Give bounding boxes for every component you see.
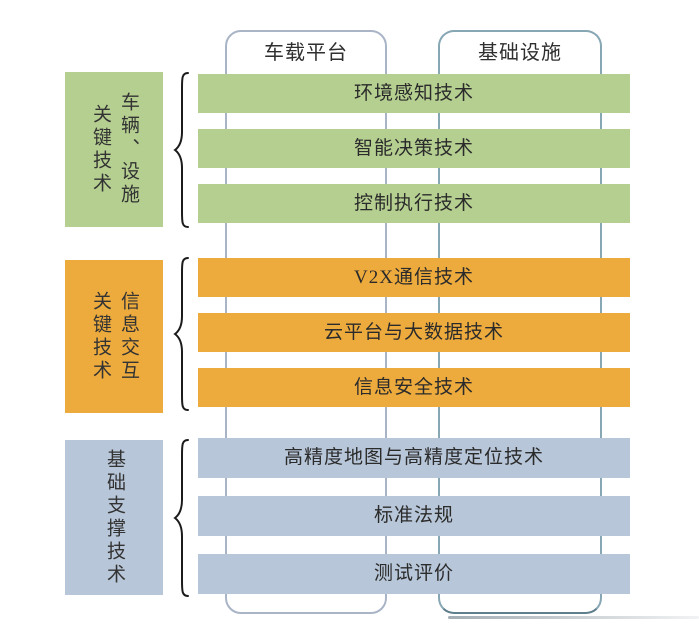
bar-control-execution: 控制执行技术 bbox=[198, 184, 630, 223]
group-label-vehicle-facility: 车辆、设施 关键技术 bbox=[65, 72, 163, 227]
group-label-line: 关键技术 bbox=[90, 290, 111, 383]
bar-environment-perception: 环境感知技术 bbox=[198, 74, 630, 113]
brace-information-interaction-group bbox=[172, 255, 192, 413]
bottom-shadow bbox=[448, 616, 699, 619]
bar-testing-evaluation: 测试评价 bbox=[198, 554, 630, 594]
bar-standards-regulations: 标准法规 bbox=[198, 496, 630, 536]
group-label-basic-support: 基础支撑技术 bbox=[65, 440, 163, 595]
bar-v2x-communication: V2X通信技术 bbox=[198, 258, 630, 297]
group-label-line: 信息交互 bbox=[118, 290, 139, 383]
group-label-line: 关键技术 bbox=[90, 103, 111, 196]
bar-intelligent-decision: 智能决策技术 bbox=[198, 129, 630, 168]
brace-vehicle-facility-group bbox=[172, 70, 192, 230]
group-label-information-interaction: 信息交互 关键技术 bbox=[65, 260, 163, 413]
brace-basic-support-group bbox=[172, 437, 192, 599]
group-label-line: 车辆、设施 bbox=[118, 92, 139, 207]
infrastructure-header: 基础设施 bbox=[478, 42, 562, 64]
bar-hd-map-positioning: 高精度地图与高精度定位技术 bbox=[198, 438, 630, 478]
bar-information-security: 信息安全技术 bbox=[198, 368, 630, 407]
vehicle-platform-header: 车载平台 bbox=[264, 42, 348, 64]
bar-cloud-bigdata: 云平台与大数据技术 bbox=[198, 313, 630, 352]
group-label-line: 基础支撑技术 bbox=[104, 448, 125, 587]
